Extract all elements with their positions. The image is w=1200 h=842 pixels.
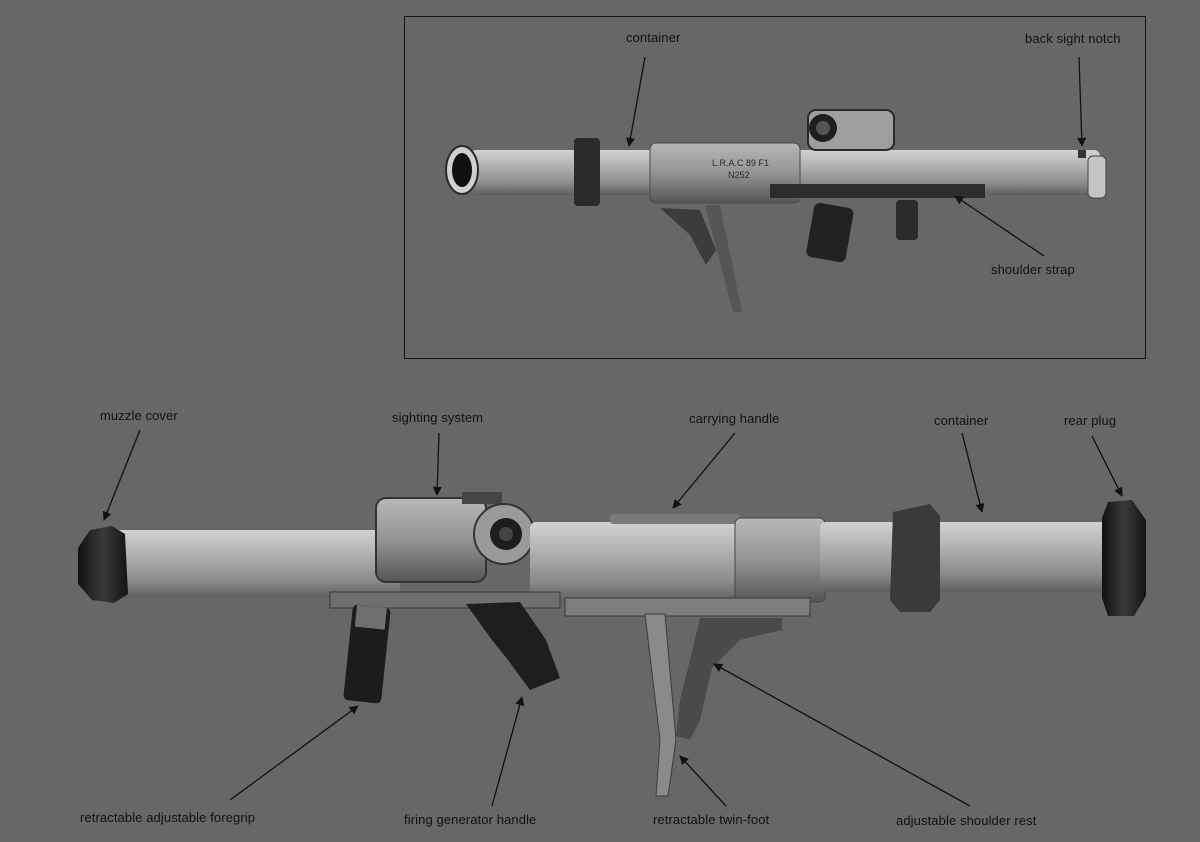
carrying-handle-bar [610,514,740,524]
arrow-rear-plug [1091,435,1123,497]
label-muzzle-cover: muzzle cover [100,408,178,423]
inset-rear-cap [1087,155,1107,199]
twin-foot-bracket [564,597,811,617]
sight-top-mount [462,492,502,504]
inset-shoulder-rest [660,208,716,265]
main-front-tube [110,530,400,598]
main-mid-tube [530,522,740,602]
inset-foregrip [896,200,918,240]
arrow-inset-container [625,56,646,147]
arrow-shoulder-strap [954,195,1045,257]
inset-front-collar [574,138,600,206]
container-collar [890,504,940,612]
label-arrows [102,56,1123,807]
inset-back-sight [1078,150,1086,158]
inset-tube-marking-1: L.R.A.C 89 F1 [712,158,769,168]
label-firing-generator-handle: firing generator handle [404,812,537,827]
inset-shoulder-strap [770,184,985,198]
arrow-firing-handle [491,696,525,807]
label-inset-container: container [626,30,681,45]
inset-launcher: L.R.A.C 89 F1 N252 [445,109,1107,312]
inset-tube-marking-2: N252 [728,170,750,180]
inset-firing-handle [806,202,854,263]
arrow-sighting-system [432,432,442,496]
inset-frame [404,16,1146,359]
retractable-twin-foot [644,613,677,797]
arrow-shoulder-rest [713,663,971,807]
arrow-foregrip [229,705,359,801]
inset-twin-foot [705,205,742,312]
arrow-carrying-handle [672,432,736,509]
inset-body-section [649,142,801,204]
rear-plug [1102,500,1146,616]
label-carrying-handle: carrying handle [689,411,780,426]
muzzle-cover [78,526,128,603]
label-retractable-twin-foot: retractable twin-foot [653,812,770,827]
label-adjustable-shoulder-rest: adjustable shoulder rest [896,813,1037,828]
label-shoulder-strap: shoulder strap [991,262,1075,277]
main-rear-tube [820,522,1110,592]
main-rear-body [734,517,826,603]
label-back-sight-notch: back sight notch [1025,31,1121,46]
label-rear-plug: rear plug [1064,413,1117,428]
label-sighting-system: sighting system [392,410,484,425]
label-retractable-foregrip: retractable adjustable foregrip [80,810,256,825]
main-launcher [78,492,1146,797]
label-container: container [934,413,989,428]
retractable-foregrip [343,604,391,704]
firing-generator-handle [466,602,560,690]
sighting-block [375,497,487,583]
arrow-muzzle-cover [102,429,141,521]
arrow-back-sight-notch [1077,56,1087,147]
arrow-container [961,432,985,513]
adjustable-shoulder-rest [676,618,782,740]
arrow-twin-foot [679,755,727,807]
